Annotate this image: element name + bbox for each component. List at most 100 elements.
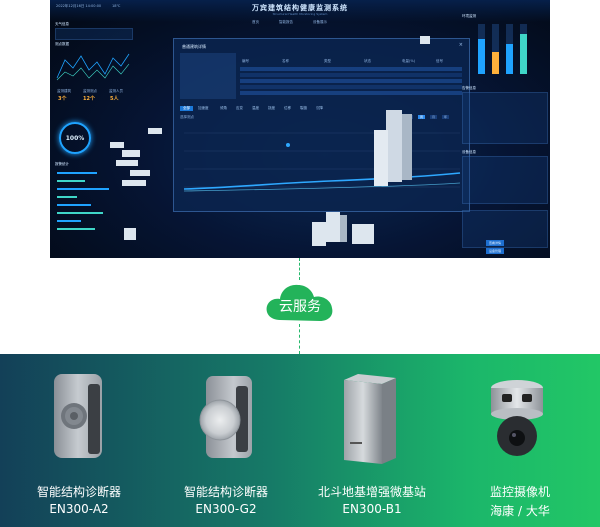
beidou-base-station-icon bbox=[344, 374, 396, 464]
dialog-title: 普通建筑详情 bbox=[182, 44, 206, 49]
device-model: EN300-A2 bbox=[49, 502, 109, 516]
dashboard-nav-tab[interactable]: 设备展示 bbox=[313, 20, 327, 24]
gauge-value: 100% bbox=[65, 134, 85, 142]
stat-value: 3个 bbox=[58, 96, 67, 102]
dialog-tab[interactable]: 裂缝 bbox=[300, 106, 307, 110]
building-block bbox=[312, 222, 326, 246]
dialog-tab[interactable]: 应变 bbox=[236, 106, 243, 110]
level-column bbox=[478, 24, 485, 74]
table-row[interactable] bbox=[240, 91, 462, 95]
alarm-bar bbox=[57, 220, 81, 222]
alarm-bar bbox=[57, 204, 91, 206]
building-thumbnail bbox=[180, 53, 236, 99]
building-shade bbox=[340, 215, 347, 242]
building-block bbox=[124, 228, 136, 240]
monitoring-line-chart bbox=[183, 132, 461, 192]
alarm-bar bbox=[57, 180, 85, 182]
device-name: 智能结构诊断器 bbox=[183, 485, 268, 499]
device-model: EN300-G2 bbox=[195, 502, 257, 516]
diagnostic-box-speaker-icon bbox=[54, 374, 102, 458]
dashboard-header bbox=[50, 0, 550, 22]
health-gauge: 100% bbox=[59, 122, 91, 154]
building-block bbox=[122, 180, 146, 186]
device-list bbox=[462, 156, 548, 204]
table-row[interactable] bbox=[240, 79, 462, 83]
table-row[interactable] bbox=[240, 67, 462, 71]
right-section-title: 环境监测 bbox=[462, 14, 476, 18]
tall-building-shade bbox=[402, 114, 412, 180]
dialog-tab[interactable]: 温度 bbox=[252, 106, 259, 110]
building-block bbox=[130, 170, 150, 176]
dashboard-weather: 18℃ bbox=[112, 4, 121, 8]
dialog-tab[interactable]: 全部 bbox=[180, 106, 193, 111]
table-header: 信号 bbox=[436, 59, 443, 63]
building-block bbox=[352, 224, 374, 244]
device-detail bbox=[462, 210, 548, 248]
range-button[interactable]: 周 bbox=[418, 115, 426, 119]
device-model: 海康 / 大华 bbox=[490, 504, 550, 518]
device-manage-button[interactable]: 设备管理 bbox=[486, 248, 505, 254]
device-name: 监控摄像机 bbox=[489, 485, 550, 499]
left-section-title: 报警统计 bbox=[55, 162, 69, 166]
range-button[interactable]: 年 bbox=[442, 115, 450, 119]
cloud-service-label: 云服务 bbox=[279, 299, 321, 315]
dialog-tab[interactable]: 挠度 bbox=[268, 106, 275, 110]
building-block bbox=[326, 212, 340, 242]
building-block bbox=[148, 128, 162, 134]
table-header: 类型 bbox=[324, 59, 331, 63]
device-name: 智能结构诊断器 bbox=[36, 485, 121, 499]
dashboard-nav-tab[interactable]: 首页 bbox=[252, 20, 259, 24]
sensor-line-chart bbox=[56, 53, 130, 81]
dialog-tab[interactable]: 倾角 bbox=[220, 106, 227, 110]
weather-box bbox=[55, 28, 133, 40]
tall-building bbox=[374, 130, 388, 186]
table-row[interactable] bbox=[240, 73, 462, 77]
alarm-bar bbox=[57, 212, 103, 214]
right-section-title: 告警信息 bbox=[462, 86, 476, 90]
dashboard-subtitle: Structural Health Monitoring System bbox=[272, 12, 328, 16]
device-name: 北斗地基增强微基站 bbox=[317, 485, 426, 499]
left-section-title: 测点数据 bbox=[55, 42, 69, 46]
building-block bbox=[420, 36, 430, 44]
device-model: EN300-B1 bbox=[342, 502, 402, 516]
alarm-bar bbox=[57, 196, 77, 198]
dashboard-screenshot: 万宾建筑结构健康监测系统 Structural Health Monitorin… bbox=[50, 0, 550, 258]
view-detail-button[interactable]: 查看详情 bbox=[486, 240, 505, 246]
dialog-tab[interactable]: 沉降 bbox=[316, 106, 323, 110]
table-header: 编号 bbox=[242, 59, 249, 63]
filter-label: 选择测点 bbox=[180, 115, 194, 119]
dashboard-left-panel: 天气信息 测点数据 监测建筑 监测测点 监测人员 3个 12个 5人 100% … bbox=[53, 22, 133, 254]
building-detail-dialog: 普通建筑详情 × 编号 名称 类型 状态 电量(%) 信号 全部 加速度 倾角 … bbox=[173, 38, 470, 212]
dashboard-right-panel: 环境监测 告警信息 设备信息 bbox=[458, 14, 548, 254]
level-column bbox=[520, 24, 527, 74]
tall-building bbox=[386, 110, 402, 182]
dashboard-nav-tab[interactable]: 智能报告 bbox=[279, 20, 293, 24]
level-column bbox=[492, 24, 499, 74]
stat-label: 监测人员 bbox=[109, 89, 123, 93]
diagnostic-box-disc-icon bbox=[199, 376, 252, 458]
table-header: 电量(%) bbox=[402, 59, 416, 63]
alarm-bar bbox=[57, 228, 95, 230]
alarm-list bbox=[462, 92, 548, 144]
alarm-bar bbox=[57, 172, 97, 174]
table-row[interactable] bbox=[240, 85, 462, 89]
building-block bbox=[122, 150, 140, 157]
table-header: 名称 bbox=[282, 59, 289, 63]
ptz-camera-icon bbox=[491, 380, 543, 456]
dialog-tab[interactable]: 位移 bbox=[284, 106, 291, 110]
building-block bbox=[110, 142, 124, 148]
table-header: 状态 bbox=[364, 59, 371, 63]
left-section-title: 天气信息 bbox=[55, 22, 69, 26]
close-icon[interactable]: × bbox=[458, 42, 463, 48]
dashboard-title: 万宾建筑结构健康监测系统 bbox=[252, 4, 348, 12]
level-column bbox=[506, 24, 513, 74]
dashboard-datetime: 2022年12月16日 14:00:00 bbox=[56, 4, 102, 8]
building-block bbox=[116, 160, 138, 166]
connector-line-top bbox=[299, 258, 300, 280]
range-button[interactable]: 月 bbox=[430, 115, 438, 119]
cloud-icon bbox=[266, 284, 333, 321]
stat-label: 监测测点 bbox=[83, 89, 97, 93]
stat-value: 5人 bbox=[110, 96, 119, 102]
connector-line-bottom bbox=[299, 324, 300, 354]
dialog-tab[interactable]: 加速度 bbox=[198, 106, 209, 110]
